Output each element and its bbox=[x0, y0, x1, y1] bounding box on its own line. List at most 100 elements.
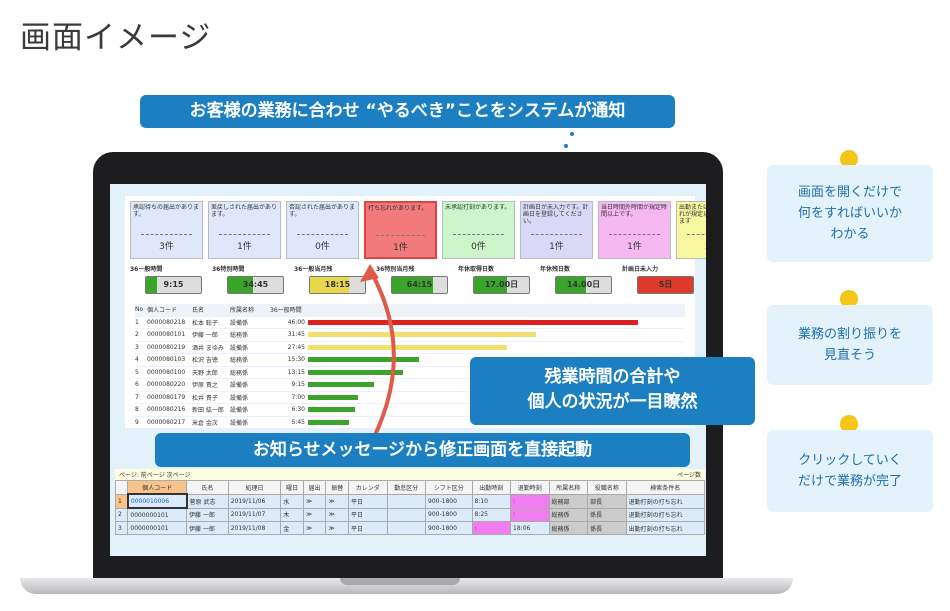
column-header: シフト区分 bbox=[425, 480, 473, 495]
link-cell[interactable]: ≫ bbox=[302, 521, 327, 535]
cell: 2019/11/06 bbox=[227, 493, 282, 509]
divider bbox=[141, 234, 192, 235]
cell: 総務係 bbox=[230, 332, 249, 340]
notice-message: 計画日が未入力です。計画日を登録してください。 bbox=[523, 204, 589, 225]
gauge-bar: 14.00日 bbox=[555, 276, 612, 294]
notice-card[interactable]: 否認された届出があります。0件 bbox=[286, 201, 359, 259]
cell: 伊藤 一郎 bbox=[192, 332, 218, 340]
cell: 6 bbox=[135, 381, 139, 389]
column-header: 検索条件名 bbox=[625, 480, 706, 495]
link-cell[interactable]: ≫ bbox=[325, 493, 350, 509]
cell bbox=[386, 507, 427, 522]
notice-card[interactable]: 出勤または退勤の打刻漏れが規定以上発生しています2件 bbox=[676, 201, 706, 259]
column-header: 役職名称 bbox=[587, 480, 627, 495]
cell: 0000080103 bbox=[147, 356, 186, 364]
gauge-value: 14.00日 bbox=[566, 280, 601, 289]
divider bbox=[376, 235, 425, 236]
overtime-bar bbox=[308, 369, 404, 375]
notice-count: 3件 bbox=[159, 242, 174, 252]
notification-banner: お客様の業務に合わせ “やるべき”ことをシステムが通知 bbox=[140, 95, 675, 128]
cell: 1 bbox=[135, 318, 139, 326]
cell: 係長 bbox=[587, 521, 627, 535]
notice-count: 1件 bbox=[549, 242, 564, 252]
cell: 松本 聡子 bbox=[192, 319, 218, 327]
gauge-value: 18:15 bbox=[324, 280, 351, 289]
link-cell[interactable]: ≫ bbox=[325, 521, 350, 535]
cell: 木 bbox=[280, 507, 304, 522]
link-cell[interactable]: ≫ bbox=[325, 507, 350, 522]
cell: 伊藤 一郎 bbox=[186, 521, 229, 535]
cell: 米倉 金次 bbox=[192, 419, 218, 427]
cell: 2 bbox=[114, 507, 129, 522]
cell: 0000080219 bbox=[147, 343, 186, 351]
link-cell[interactable]: ≫ bbox=[302, 493, 327, 509]
side-card-2: 業務の割り振りを見直そう bbox=[767, 305, 933, 385]
cell: 設備係 bbox=[230, 407, 249, 415]
gauge-fill bbox=[474, 277, 507, 293]
gauge-label: 年休残日数 bbox=[540, 266, 571, 273]
gauge-label: 36一般時間 bbox=[130, 266, 163, 273]
message-callout: お知らせメッセージから修正画面を直接起動 bbox=[155, 433, 690, 467]
notice-card[interactable]: 当日時間外時間が規定時間以上です。1件 bbox=[598, 201, 671, 259]
notice-message: 承認待ちの届出があります。 bbox=[133, 204, 200, 218]
divider bbox=[531, 234, 582, 235]
cell: 平日 bbox=[348, 521, 388, 535]
cell: 0000010006 bbox=[126, 493, 188, 509]
column-header: 届出 bbox=[302, 480, 327, 495]
cell: 総務部 bbox=[548, 493, 589, 509]
gauge-value: 9:15 bbox=[163, 280, 184, 289]
cell: 平日 bbox=[348, 493, 388, 509]
overtime-bar bbox=[308, 344, 508, 350]
cell: 退勤打刻の打ち忘れ bbox=[625, 493, 706, 509]
cell: 0000080220 bbox=[147, 381, 186, 389]
gauge-bar: 5日 bbox=[637, 276, 694, 294]
gauge-fill bbox=[228, 277, 253, 293]
notice-message: 打ち忘れがあります。 bbox=[368, 205, 428, 212]
notice-card[interactable]: 未承認打刻があります。0件 bbox=[442, 201, 515, 259]
laptop-screen: 承認待ちの届出があります。 3件 差戻しされた届出があります。1件否認された届出があ… bbox=[110, 184, 706, 556]
column-header: No bbox=[135, 306, 144, 314]
detail-grid: ページ: 前ページ 次ページページ数 個人コード氏名処理日曜日届出振替カレンダ勤… bbox=[114, 469, 706, 535]
gauge-label: 計画日未入力 bbox=[622, 266, 659, 273]
cell: 総務係 bbox=[548, 507, 589, 522]
cell: 伊藤 一郎 bbox=[186, 507, 229, 522]
cell: 部長 bbox=[587, 493, 627, 509]
notice-card[interactable]: 計画日が未入力です。計画日を登録してください。 1件 bbox=[520, 201, 593, 259]
cell: 2019/11/08 bbox=[227, 521, 282, 535]
gauge-label: 36特別当月残 bbox=[376, 266, 415, 273]
column-header: 処理日 bbox=[227, 480, 282, 495]
notice-card[interactable]: 承認待ちの届出があります。 3件 bbox=[130, 201, 203, 259]
pager[interactable]: ページ: 前ページ 次ページ bbox=[119, 472, 191, 479]
column-header: 氏名 bbox=[186, 480, 229, 495]
notice-card[interactable]: 打ち忘れがあります。1件 bbox=[364, 201, 437, 259]
cell: 菅原 武志 bbox=[186, 493, 229, 509]
cell: 18:06 bbox=[510, 521, 550, 535]
cell: 9 bbox=[135, 418, 139, 426]
cell: 天野 太郎 bbox=[192, 369, 218, 377]
cell: 総務係 bbox=[230, 369, 249, 377]
cell: 4 bbox=[135, 356, 139, 364]
laptop-notch bbox=[340, 578, 460, 585]
link-cell[interactable]: ≫ bbox=[302, 507, 327, 522]
cell: 46:00 bbox=[287, 318, 305, 326]
notice-card[interactable]: 差戻しされた届出があります。1件 bbox=[208, 201, 281, 259]
cell: : bbox=[510, 493, 550, 509]
gauge-value: 5日 bbox=[658, 280, 673, 289]
gauge-bar: 18:15 bbox=[309, 276, 366, 294]
pager-count: ページ数 bbox=[677, 472, 701, 479]
gauge-fill bbox=[638, 277, 693, 293]
notice-message: 未承認打刻があります。 bbox=[445, 204, 511, 211]
gauge-value: 34:45 bbox=[242, 280, 269, 289]
overtime-bar bbox=[308, 407, 355, 413]
gauge-label: 36一般当月残 bbox=[294, 266, 333, 273]
column-header: 出勤時刻 bbox=[471, 480, 512, 495]
cell: 5:45 bbox=[291, 418, 305, 426]
